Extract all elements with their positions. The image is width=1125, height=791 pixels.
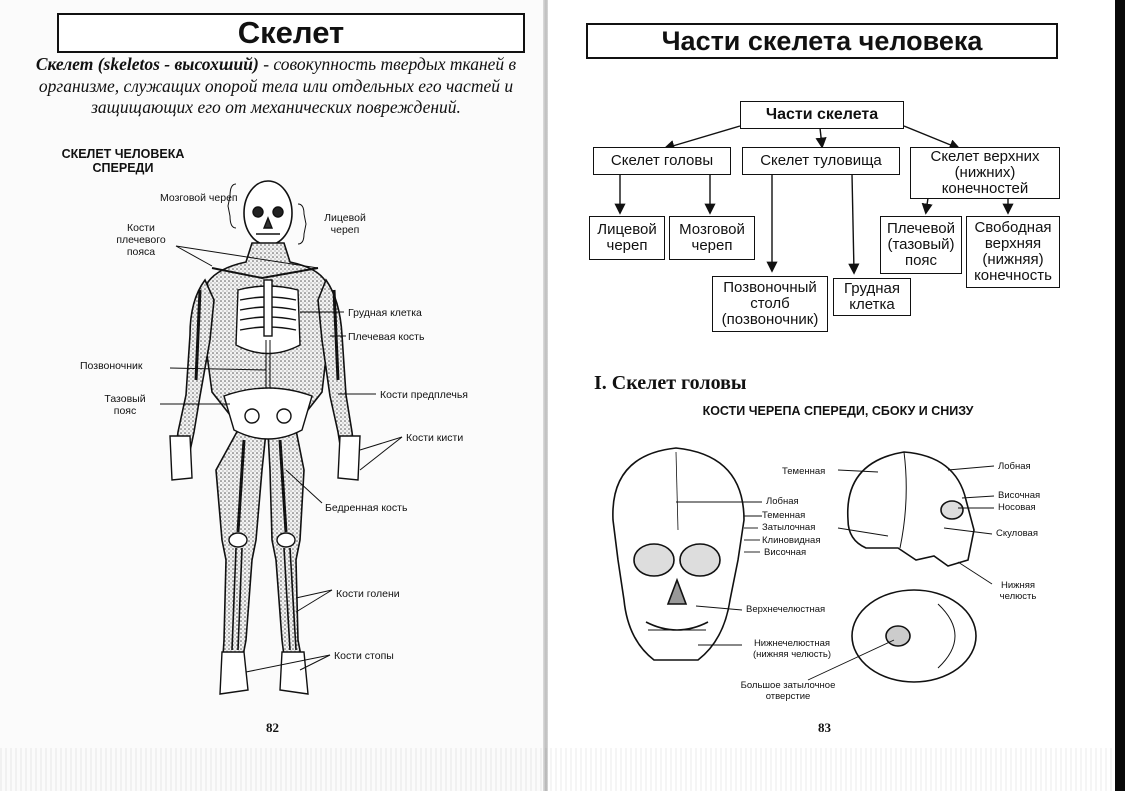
label-femur: Бедренная кость <box>325 502 407 514</box>
label-hand: Кости кисти <box>406 432 463 444</box>
scan-edge <box>1115 0 1125 791</box>
label-shin: Кости голени <box>336 588 400 600</box>
label-spine: Позвоночник <box>80 360 143 372</box>
skull-label-nasal-side: Носовая <box>998 502 1036 513</box>
skull-label-mandible: Нижнечелюстная (нижняя челюсть) <box>742 638 842 660</box>
label-foot: Кости стопы <box>334 650 394 662</box>
skull-label-parietal-side: Теменная <box>782 466 825 477</box>
label-rib-cage: Грудная клетка <box>348 307 422 319</box>
skull-label-maxilla: Верхнечелюстная <box>746 604 825 615</box>
skull-label-temporal-side: Височная <box>998 490 1040 501</box>
skull-label-occipital-front: Затылочная <box>762 522 815 533</box>
label-brain-skull: Мозговой череп <box>160 192 230 204</box>
left-page: Скелет Скелет (skeletos - высохший) - со… <box>0 0 548 791</box>
right-page: Части скелета человека Части скелета Ске… <box>548 0 1125 791</box>
skull-front <box>613 448 744 660</box>
scan-grain <box>0 748 1115 791</box>
skull-bottom <box>852 590 976 682</box>
label-facial-skull: Лицевой череп <box>312 212 378 236</box>
label-forearm: Кости предплечья <box>380 389 468 401</box>
skull-label-temporal-front: Височная <box>764 547 806 558</box>
page-number-left: 82 <box>266 720 279 736</box>
skull-label-parietal-front: Теменная <box>762 510 805 521</box>
skull-figures <box>548 0 1125 791</box>
skull-label-frontal-front: Лобная <box>766 496 799 507</box>
skull-label-frontal-side: Лобная <box>998 461 1031 472</box>
label-pelvis: Тазовый пояс <box>98 393 152 417</box>
label-shoulder-girdle: Кости плечевого пояса <box>108 222 174 258</box>
bones <box>170 207 360 694</box>
skull-label-mandible-side: Нижняя челюсть <box>988 580 1048 602</box>
label-humerus: Плечевая кость <box>348 331 424 343</box>
page-number-right: 83 <box>818 720 831 736</box>
skull-label-zygomatic-side: Скуловая <box>996 528 1038 539</box>
skull-label-foramen: Большое затылочное отверстие <box>728 680 848 702</box>
skull-label-sphenoid-front: Клиновидная <box>762 535 820 546</box>
